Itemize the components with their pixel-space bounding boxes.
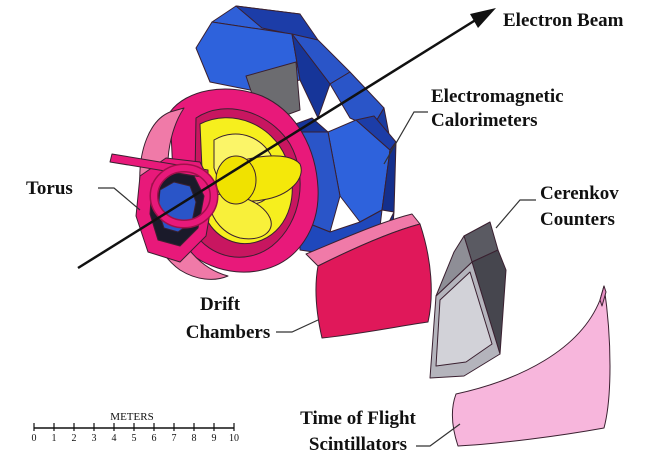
leader-cerenkov — [496, 200, 536, 228]
scale-tick-label-8: 8 — [192, 433, 197, 444]
label-tof-line1: Time of Flight — [300, 408, 416, 429]
scale-tick-label-3: 3 — [92, 433, 97, 444]
electron-beam-arrowhead — [470, 8, 496, 28]
label-cerenkov-line2: Counters — [540, 209, 615, 230]
label-torus: Torus — [26, 178, 73, 199]
scale-tick-label-2: 2 — [72, 433, 77, 444]
scale-bar-title: METERS — [110, 411, 153, 423]
scale-tick-label-7: 7 — [172, 433, 177, 444]
label-tof-line2: Scintillators — [309, 434, 407, 455]
scale-tick-label-6: 6 — [152, 433, 157, 444]
label-em-calorimeters-line2: Calorimeters — [431, 110, 538, 131]
leader-drift-chambers — [276, 320, 318, 332]
label-drift-line2: Chambers — [186, 322, 270, 343]
scale-tick-label-9: 9 — [212, 433, 217, 444]
scale-tick-label-1: 1 — [52, 433, 57, 444]
scale-bar-ticks: 0 1 2 3 4 5 6 7 8 9 10 — [32, 423, 240, 444]
label-electron-beam: Electron Beam — [503, 10, 624, 31]
label-drift-line1: Drift — [200, 294, 241, 315]
scale-bar: METERS 0 1 2 3 4 5 6 7 8 9 10 — [32, 411, 240, 444]
label-em-calorimeters-line1: Electromagnetic — [431, 86, 564, 107]
leader-torus — [98, 188, 140, 210]
label-cerenkov-line1: Cerenkov — [540, 183, 619, 204]
scale-tick-label-0: 0 — [32, 433, 37, 444]
scale-tick-label-10: 10 — [229, 433, 239, 444]
scale-tick-label-5: 5 — [132, 433, 137, 444]
scale-tick-label-4: 4 — [112, 433, 117, 444]
torus-coil-core — [216, 156, 256, 204]
cerenkov-counter — [430, 222, 506, 378]
